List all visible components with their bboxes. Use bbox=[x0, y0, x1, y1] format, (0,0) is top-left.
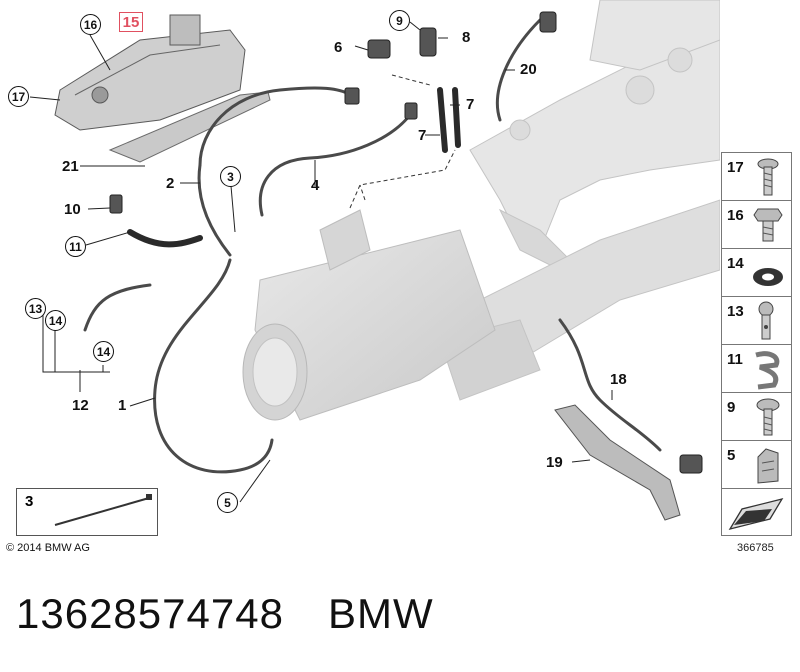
cable-tie-icon bbox=[54, 494, 152, 526]
sensor-cables bbox=[83, 18, 662, 474]
callout-2: 2 bbox=[166, 175, 175, 192]
particulate-filter bbox=[242, 209, 496, 421]
fastener-row[interactable]: 14 bbox=[722, 249, 791, 297]
callout-3-circled: 3 bbox=[220, 166, 241, 187]
hoses bbox=[127, 87, 461, 248]
callout-8: 8 bbox=[462, 29, 471, 46]
fastener-row[interactable]: 11 bbox=[722, 345, 791, 393]
fastener-label: 16 bbox=[727, 207, 744, 224]
fastener-panel: 17 16 14 13 bbox=[721, 152, 792, 536]
fastener-row[interactable] bbox=[722, 489, 791, 537]
fastener-label: 5 bbox=[727, 447, 736, 464]
callout-15-highlighted[interactable]: 15 bbox=[119, 12, 143, 32]
exploded-view-drawing bbox=[29, 0, 720, 521]
callout-9-circled: 9 bbox=[389, 10, 410, 31]
callout-20: 20 bbox=[520, 61, 537, 78]
arrow-symbol-icon bbox=[728, 497, 784, 531]
dashed-guides bbox=[349, 74, 456, 209]
cable-tie-inset: 3 bbox=[16, 488, 158, 536]
callout-11-circled: 11 bbox=[65, 236, 86, 257]
fastener-label: 13 bbox=[727, 303, 744, 320]
sealing-ring-icon bbox=[753, 268, 783, 286]
torx-screw-icon bbox=[757, 158, 779, 196]
fastener-label: 11 bbox=[727, 351, 743, 368]
mounting-bracket bbox=[554, 404, 681, 521]
fastener-row[interactable]: 13 bbox=[722, 297, 791, 345]
spring-nut-icon bbox=[757, 448, 779, 484]
callout-4: 4 bbox=[311, 177, 320, 194]
flange-screw-icon bbox=[756, 398, 780, 436]
callout-10: 10 bbox=[64, 201, 81, 218]
fastener-label: 14 bbox=[727, 255, 744, 272]
callout-12: 12 bbox=[72, 397, 89, 414]
fastener-row[interactable]: 16 bbox=[722, 201, 791, 249]
intake-manifold bbox=[469, 0, 720, 266]
part-caption: 13628574748 BMW bbox=[16, 590, 434, 638]
clamp-icon bbox=[755, 351, 780, 390]
copyright-notice: © 2014 BMW AG bbox=[6, 542, 90, 554]
banjo-bolt-icon bbox=[758, 301, 774, 340]
callout-14-circled: 14 bbox=[93, 341, 114, 362]
callout-18: 18 bbox=[610, 371, 627, 388]
callout-16-circled: 16 bbox=[80, 14, 101, 35]
fastener-label: 17 bbox=[727, 159, 744, 176]
callout-1: 1 bbox=[118, 397, 127, 414]
part-number: 13628574748 bbox=[16, 590, 284, 637]
callout-14-circled: 14 bbox=[45, 310, 66, 331]
hex-bolt-icon bbox=[753, 208, 783, 242]
callout-19: 19 bbox=[546, 454, 563, 471]
fastener-row[interactable]: 5 bbox=[722, 441, 791, 489]
callout-13-circled: 13 bbox=[25, 298, 46, 319]
parts-diagram: 6 8 7 7 20 21 2 4 10 12 1 18 19 15 16 17… bbox=[6, 0, 792, 554]
callout-7-upper: 7 bbox=[466, 96, 475, 113]
fastener-label: 9 bbox=[727, 399, 736, 416]
inset-label: 3 bbox=[25, 493, 34, 510]
fastener-row[interactable]: 17 bbox=[722, 153, 791, 201]
callout-5-circled: 5 bbox=[217, 492, 238, 513]
callout-21: 21 bbox=[62, 158, 79, 175]
pressure-sensor bbox=[109, 11, 703, 474]
callout-7-lower: 7 bbox=[418, 127, 427, 144]
bracket-assembly bbox=[54, 14, 246, 131]
callout-6: 6 bbox=[334, 39, 343, 56]
brand-name: BMW bbox=[327, 590, 434, 637]
callout-17-circled: 17 bbox=[8, 86, 29, 107]
diagram-number: 366785 bbox=[737, 542, 774, 554]
fastener-row[interactable]: 9 bbox=[722, 393, 791, 441]
